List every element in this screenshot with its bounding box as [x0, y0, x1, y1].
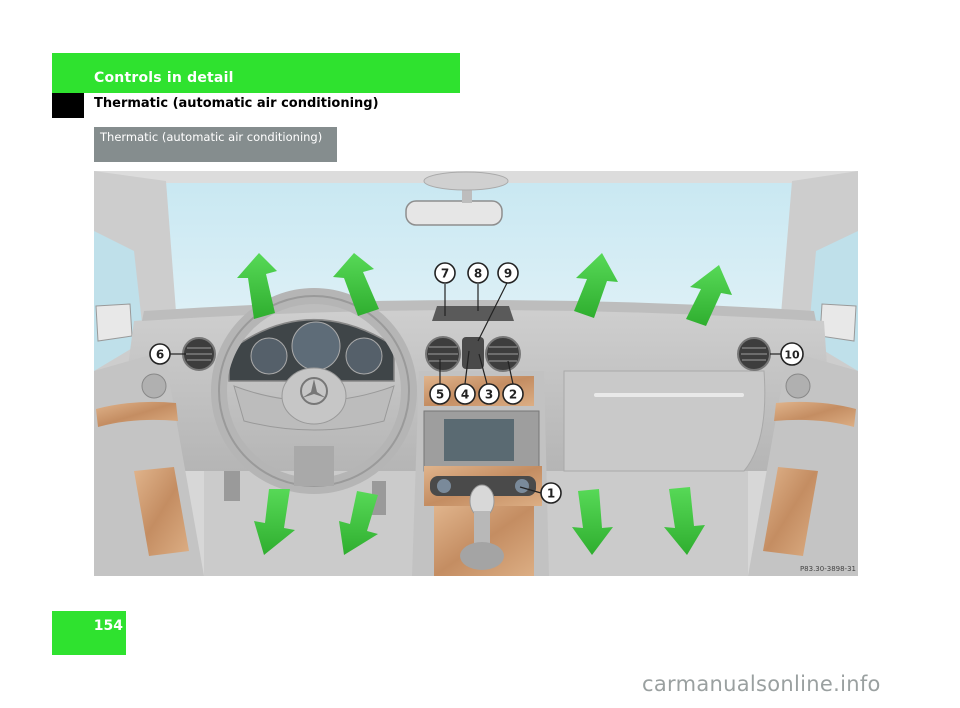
arrow-up-3: [574, 253, 618, 318]
star-emblem-icon: [300, 377, 328, 405]
left-door-trim: [96, 401, 178, 427]
steering-column: [294, 446, 334, 486]
callout-leaders: [170, 282, 781, 494]
overhead-console: [423, 171, 509, 191]
heading-box: Thermatic (automatic air conditioning): [94, 127, 337, 162]
svg-text:1: 1: [547, 487, 555, 501]
glovebox-handle: [594, 393, 744, 397]
callout-1: 1: [540, 482, 562, 504]
arrow-up-1: [237, 253, 277, 319]
chapter-title: Controls in detail: [94, 70, 234, 86]
callout-9: 9: [497, 262, 519, 284]
defrost-vent: [432, 306, 514, 321]
arrow-down-4: [664, 487, 705, 555]
gauge-right: [345, 337, 383, 375]
arrow-up-4: [686, 265, 732, 326]
gauge-speedometer: [291, 321, 341, 371]
svg-text:6: 6: [156, 348, 164, 362]
callout-5: 5: [429, 383, 451, 405]
side-vent-louvres: [186, 347, 767, 361]
heading-box-text: Thermatic (automatic air conditioning): [100, 130, 323, 144]
center-vent-louvres: [428, 346, 518, 362]
figure-code: P83.30-3898-31: [800, 565, 856, 573]
display-screen: [444, 419, 514, 461]
left-window-switch-panel: [134, 467, 189, 556]
gear-stem: [474, 511, 490, 551]
dashboard-top: [142, 300, 816, 321]
right-window-switch-panel: [763, 467, 818, 556]
mirror-mount: [462, 185, 472, 203]
svg-text:8: 8: [474, 267, 482, 281]
star-emblem-shape: [302, 379, 326, 398]
svg-text:7: 7: [441, 267, 449, 281]
climate-knob-left: [437, 479, 451, 493]
callout-8: 8: [467, 262, 489, 284]
svg-text:4: 4: [461, 388, 469, 402]
chapter-header-bar: Controls in detail: [52, 53, 460, 93]
page-number: 154: [93, 618, 123, 634]
callout-3: 3: [478, 383, 500, 405]
left-door-handle: [141, 373, 167, 399]
svg-text:9: 9: [504, 267, 512, 281]
svg-text:3: 3: [485, 388, 493, 402]
gauge-left: [250, 337, 288, 375]
arrow-down-3: [572, 489, 613, 555]
callout-markers: 1 2 3 4 5 6 7: [149, 262, 804, 504]
center-vent-controls: [462, 337, 484, 369]
pedal-left: [224, 471, 240, 501]
left-side-mirror: [95, 303, 133, 342]
pedal-right: [372, 481, 386, 515]
svg-text:10: 10: [784, 349, 800, 362]
right-side-mirror: [819, 303, 857, 342]
callout-6: 6: [149, 343, 171, 365]
airflow-up-arrows: [237, 253, 732, 326]
callout-7: 7: [434, 262, 456, 284]
callout-2: 2: [502, 383, 524, 405]
section-title: Thermatic (automatic air conditioning): [94, 96, 379, 111]
svg-text:5: 5: [436, 388, 444, 402]
callout-10: 10: [780, 342, 804, 366]
callout-4: 4: [454, 383, 476, 405]
steering-wheel-hub: [281, 367, 347, 425]
arrow-down-1: [254, 489, 295, 555]
glovebox: [563, 370, 766, 472]
dashboard-svg: 1 2 3 4 5 6 7: [94, 171, 858, 576]
page-number-box: 154: [52, 611, 126, 655]
gear-boot: [460, 542, 504, 570]
watermark: carmanualsonline.info: [642, 672, 881, 696]
climate-knob-right: [515, 479, 529, 493]
airflow-down-arrows: [254, 487, 705, 555]
right-door-handle: [785, 373, 811, 399]
arrow-down-2: [339, 491, 378, 555]
arrow-up-2: [333, 253, 379, 316]
dashboard-illustration: 1 2 3 4 5 6 7: [94, 171, 858, 576]
rearview-mirror: [405, 200, 503, 226]
chapter-marker: [52, 93, 84, 118]
svg-text:2: 2: [509, 388, 517, 402]
right-door-trim: [774, 401, 856, 427]
